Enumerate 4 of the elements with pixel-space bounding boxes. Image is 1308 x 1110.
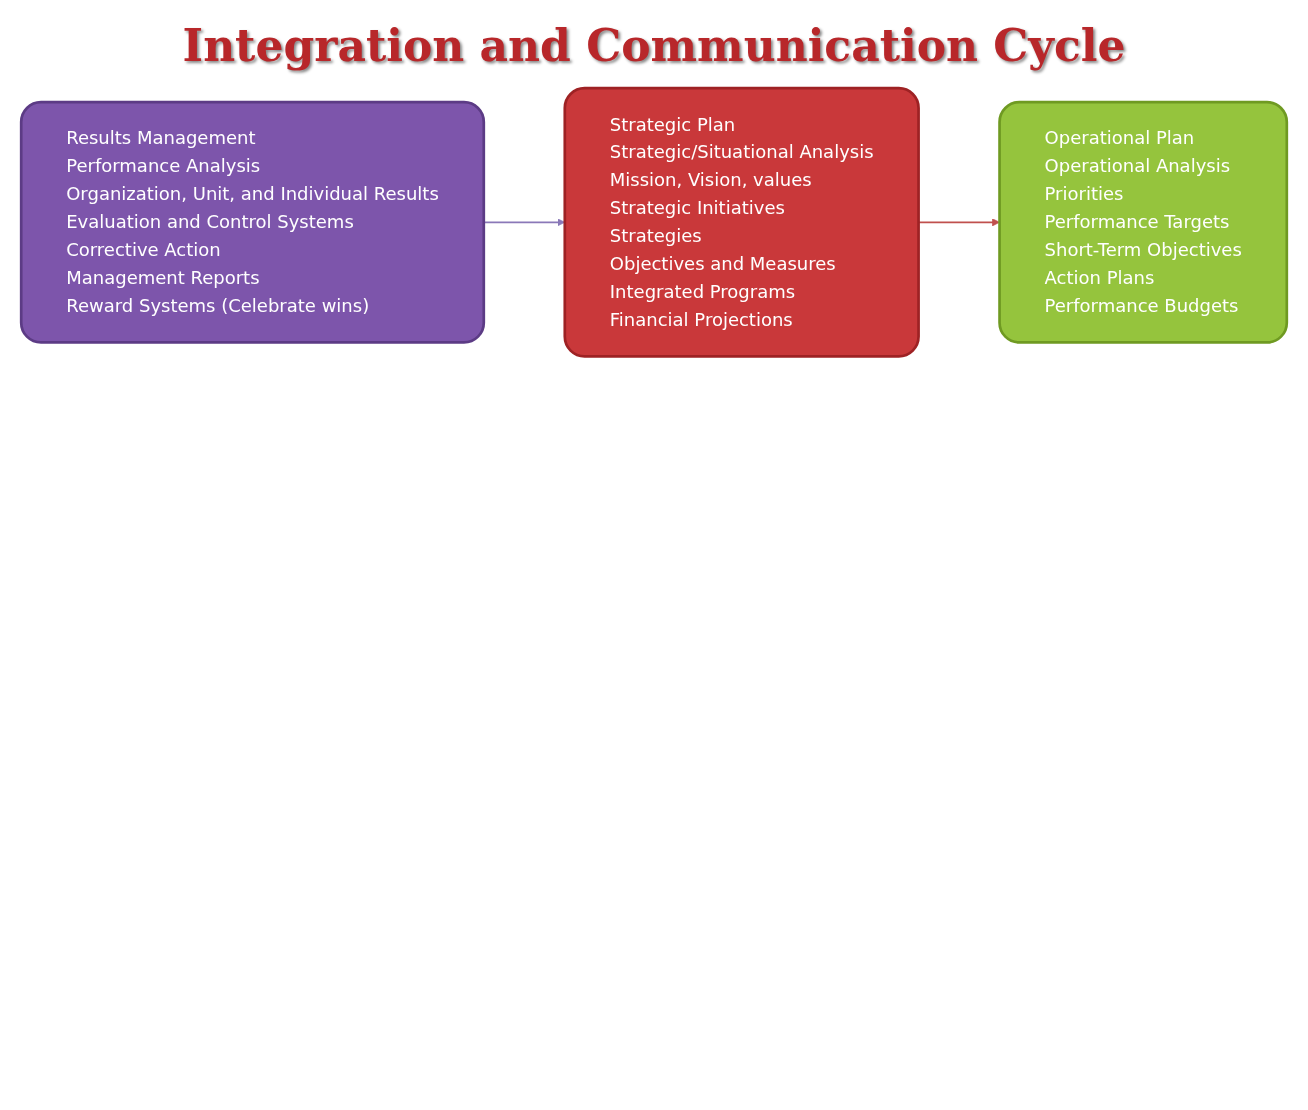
node-box: Strategic Plan Strategic/Situational Analysis Mission, Vision, values Strategic Initiatives Strategies Objectives and Measures Integrated Programs Financial Projections <box>563 86 920 358</box>
node-box: Operational Plan Operational Analysis Priorities Performance Targets Short-Term Objectives Action Plans Performance Budgets <box>998 100 1289 344</box>
node-box: Results Management Performance Analysis Organization, Unit, and Individual Results Evaluation and Control Systems Corrective Action Management Reports Reward Systems (Celebrate wins) <box>19 100 486 344</box>
diagram-title: Integration and Communication Cycle <box>181 20 1127 71</box>
